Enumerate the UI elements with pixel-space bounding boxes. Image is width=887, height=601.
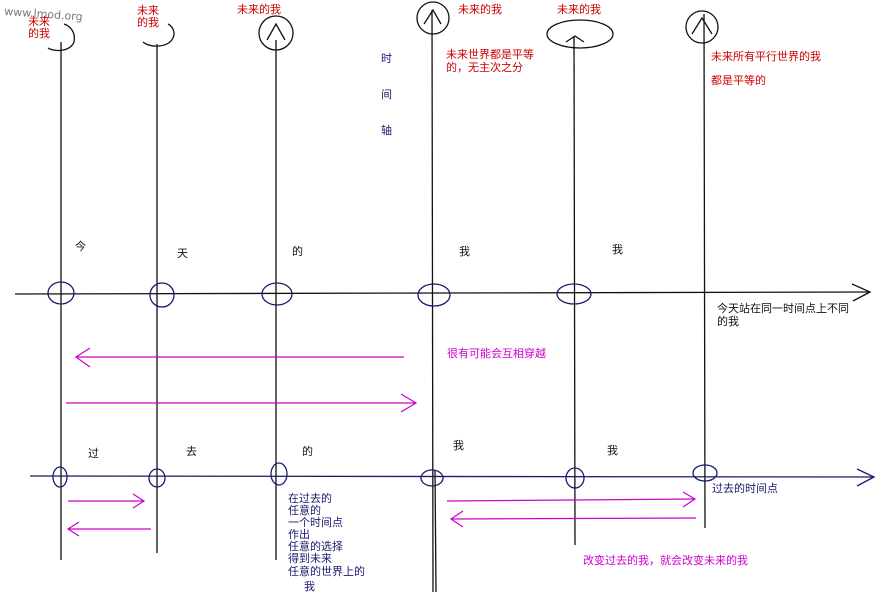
today-points [47,281,592,308]
future-head-3 [258,15,294,51]
future-head-3-lines [266,22,286,41]
choice-note-line3: 一个时间点 [288,516,343,529]
past-char-1: 过 [88,447,99,460]
world-line-4 [431,9,434,593]
future-head-6-lines [691,16,713,35]
today-char-5: 我 [612,243,623,256]
small-arrow-right-head [132,493,146,509]
today-point-4 [417,283,451,307]
change-arrow-left-line [450,517,697,520]
choice-note-line8: 我 [304,580,315,593]
choice-note-line1: 在过去的 [288,491,332,505]
choice-note-line5: 任意的选择 [288,539,343,553]
today-point-3 [261,282,293,306]
choice-note-line7: 任意的世界上的 [288,564,365,578]
parallel-note-line2: 都是平等的 [711,73,766,87]
change-arrow-right-head [682,491,697,508]
future-head-4-lines [423,8,442,25]
cross-note: 很有可能会互相穿越 [447,346,546,360]
choice-note: 在过去的 任意的 一个时间点 作出 任意的选择 得到未来 任意的世界上的 我 [288,491,365,593]
choice-note-line4: 作出 [288,527,310,541]
world-line-4b [434,469,437,593]
future-head-1 [47,23,76,52]
today-point-1 [47,281,75,305]
future-label-2-line2: 的我 [137,15,159,29]
change-note: 改变过去的我，就会改变未来的我 [583,553,748,567]
watermark-text: www.lmod.org [4,5,83,23]
past-axis [29,468,876,487]
today-char-4: 我 [459,245,470,258]
today-point-5 [556,283,592,305]
choice-note-line6: 得到未来 [288,552,332,565]
future-label-1-line1: 未来 [28,15,50,28]
future-head-6 [685,10,719,44]
change-arrow-left-head [449,510,464,528]
time-axis-char-3: 轴 [381,123,392,137]
past-char-5: 我 [607,444,618,457]
today-char-1: 今 [75,239,86,253]
past-axis-line [29,475,875,478]
past-char-2: 去 [186,445,197,458]
today-axis [14,283,872,302]
change-arrows [446,491,697,528]
past-point-1 [52,466,68,488]
past-point-6 [692,464,718,482]
future-label-1-line2: 的我 [28,26,50,40]
cross-arrow-left-head [74,347,91,368]
past-points [52,462,718,489]
world-line-5 [573,35,576,546]
past-char-4: 我 [453,439,464,452]
future-heads [47,1,719,52]
past-point-3 [270,462,288,486]
time-axis-char-1: 时 [381,52,392,65]
future-label-2-line1: 未来 [137,4,159,17]
future-equal-note-line2: 的，无主次之分 [446,60,523,74]
today-axis-arrowhead [851,283,872,302]
future-head-5 [546,19,614,49]
world-lines [60,9,706,593]
cross-arrow-right-head [400,393,418,413]
change-arrow-right-line [446,498,696,502]
future-label-4: 未来的我 [458,2,502,16]
past-axis-arrowhead [856,468,876,487]
small-arrow-left-head [66,521,80,537]
today-point-2 [149,282,175,308]
small-arrows [66,493,151,537]
past-char-3: 的 [302,444,313,458]
world-line-6 [703,13,706,529]
today-char-3: 的 [292,244,303,258]
future-head-2 [142,23,175,47]
past-point-label: 过去的时间点 [712,481,778,495]
today-axis-line [14,291,871,295]
today-note-line2: 的我 [717,314,739,328]
past-point-5 [565,467,585,489]
choice-note-line2: 任意的 [288,503,321,517]
today-char-2: 天 [177,247,188,260]
time-axis-char-2: 间 [381,88,392,101]
future-head-4 [416,1,450,35]
future-equal-note-line1: 未来世界都是平等 [446,47,534,61]
future-label-3: 未来的我 [237,2,281,16]
parallel-note-line1: 未来所有平行世界的我 [711,49,821,63]
future-head-5-lines [565,35,585,43]
today-note-line1: 今天站在同一时间点上不同 [717,301,849,315]
past-point-4 [420,469,444,487]
cross-arrows [66,347,418,413]
future-label-5: 未来的我 [557,2,601,16]
past-point-2 [148,468,166,488]
